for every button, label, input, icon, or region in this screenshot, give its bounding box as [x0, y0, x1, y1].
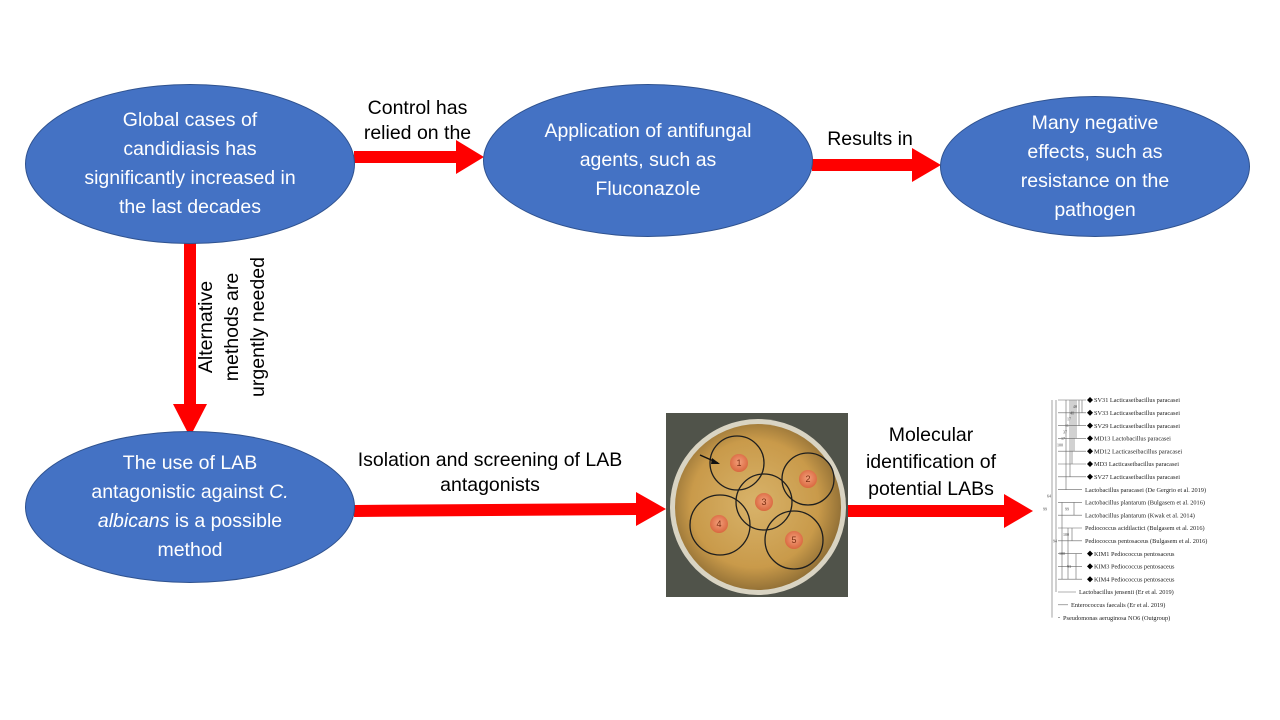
arrow-results — [812, 148, 941, 182]
tree-taxon-label: Lactobacillus plantarum (Bulgasem et al.… — [1085, 500, 1205, 507]
bootstrap-value: 17 — [1061, 436, 1065, 441]
arrow-alternative — [173, 236, 207, 437]
bootstrap-value: 37 — [1063, 430, 1067, 435]
petri-dish-photo: 1 2 3 4 5 — [666, 413, 848, 597]
well-label-3: 3 — [761, 497, 766, 507]
node-lab-use: The use of LAB antagonistic against C. a… — [25, 431, 355, 583]
bootstrap-value: 64 — [1047, 494, 1051, 499]
tree-taxon-label: MD12 Lacticaseibacillus paracasei — [1094, 448, 1182, 455]
node-negative-effects: Many negative effects, such as resistanc… — [940, 96, 1250, 237]
diamond-marker-icon — [1087, 550, 1093, 557]
node-global-cases: Global cases of candidiasis has signific… — [25, 84, 355, 244]
bootstrap-value: 100 — [1057, 442, 1063, 447]
bootstrap-value: 40 — [1073, 404, 1077, 409]
diamond-marker-icon — [1087, 461, 1093, 467]
tree-taxon-label: Enterococcus faecalis (Er et al. 2019) — [1071, 602, 1165, 609]
tree-taxon-label: Pediococcus acidilactici (Bulgasem et al… — [1085, 525, 1205, 532]
tree-taxon-label: KIM1 Pediococcus pentosaceus — [1094, 551, 1175, 558]
arrow-molecular — [848, 494, 1033, 528]
arrow-marker-icon — [699, 454, 720, 464]
tree-taxon-label: SV27 Lacticaseibacillus paracasei — [1094, 474, 1180, 481]
lab-use-prefix: The use of LAB antagonistic against — [91, 452, 264, 503]
tree-taxon-label: Pediococcus pentosaceus (Bulgasem et al.… — [1085, 538, 1207, 545]
well-label-5: 5 — [791, 535, 796, 545]
node-antifungal: Application of antifungal agents, such a… — [483, 84, 813, 237]
tree-taxon-label: Lactobacillus plantarum (Kwak et al. 201… — [1085, 512, 1195, 519]
well-label-1: 1 — [736, 458, 741, 468]
tree-taxon-label: Lactobacillus paracasei (De Gergrio et a… — [1085, 487, 1206, 494]
bootstrap-value: 11 — [1065, 423, 1069, 428]
tree-taxon-label: SV29 Lacticaseibacillus paracasei — [1094, 423, 1180, 430]
diamond-marker-icon — [1087, 409, 1093, 416]
edge-label-isolation: Isolation and screening of LAB antagonis… — [357, 449, 623, 496]
diamond-marker-icon — [1087, 576, 1093, 583]
tree-taxon-label: SV31 Lacticaseibacillus paracasei — [1094, 397, 1180, 404]
tree-taxon-label: MD3 Lacticaseibacillus paracasei — [1094, 461, 1179, 468]
diamond-marker-icon — [1087, 397, 1093, 403]
bootstrap-value: 99 — [1043, 506, 1047, 511]
edge-label-alternative: Alternative methods are urgently needed — [195, 257, 269, 397]
diamond-marker-icon — [1087, 563, 1093, 570]
well-label-2: 2 — [805, 474, 810, 484]
bootstrap-value: 100 — [1059, 551, 1065, 556]
edge-label-results: Results in — [827, 128, 913, 150]
bootstrap-value: 40 — [1070, 410, 1074, 415]
arrow-control — [354, 140, 484, 174]
bootstrap-value: 17 — [1067, 417, 1071, 422]
diamond-marker-icon — [1087, 435, 1093, 442]
tree-taxon-label: Lactobacillus jensenii (Er et al. 2019) — [1079, 589, 1174, 596]
lab-use-species: C. albicans — [97, 481, 289, 532]
tree-taxon-label: KIM4 Pediococcus pentosaceus — [1094, 576, 1175, 583]
edge-label-molecular: Molecular identification of potential LA… — [865, 424, 997, 500]
bootstrap-value: 94 — [1053, 538, 1057, 543]
petri-wells — [710, 454, 817, 549]
tree-taxon-label: SV33 Lacticaseibacillus paracasei — [1094, 410, 1180, 417]
diamond-marker-icon — [1087, 422, 1093, 429]
tree-taxon-label: Pseudomonas aeruginosa NO6 (Outgroup) — [1063, 615, 1170, 622]
edge-label-control: Control has relied on the — [363, 97, 472, 144]
well-label-4: 4 — [716, 519, 721, 529]
arrow-isolation — [354, 492, 666, 526]
tree-markers — [1087, 397, 1093, 583]
tree-branches — [1051, 399, 1086, 618]
tree-taxon-label: MD13 Lactobacillus paracasei — [1094, 436, 1171, 443]
diamond-marker-icon — [1087, 448, 1093, 455]
diamond-marker-icon — [1087, 473, 1093, 480]
bootstrap-value: 99 — [1065, 506, 1069, 511]
bootstrap-value: 100 — [1063, 532, 1069, 537]
bootstrap-value: 93 — [1067, 564, 1071, 569]
tree-taxon-label: KIM3 Pediococcus pentosaceus — [1094, 564, 1175, 571]
lab-use-suffix: is a possible method — [157, 510, 283, 561]
